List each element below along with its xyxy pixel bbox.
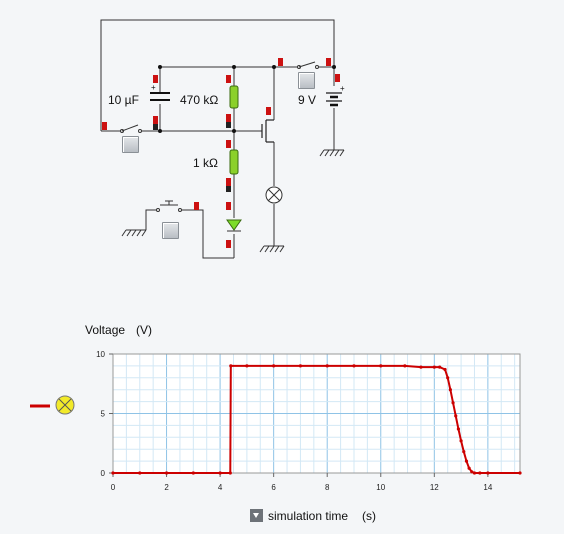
data-point xyxy=(464,459,469,463)
probe-markers xyxy=(102,58,340,248)
data-point xyxy=(111,471,115,475)
circuit-wires xyxy=(100,19,335,259)
lamp-icon xyxy=(265,186,283,204)
resistor2-label: 1 kΩ xyxy=(193,156,218,170)
ground-icon xyxy=(259,245,285,253)
y-axis-title: Voltage xyxy=(85,323,126,337)
data-point xyxy=(443,367,447,372)
y-tick-label: 0 xyxy=(101,469,106,478)
data-point xyxy=(446,376,450,380)
graph-legend xyxy=(30,395,75,415)
data-point xyxy=(245,364,249,368)
capacitor-label: 10 µF xyxy=(108,93,139,107)
data-point xyxy=(229,364,233,368)
data-point xyxy=(352,364,356,368)
data-point xyxy=(454,414,458,418)
data-point xyxy=(379,364,383,368)
x-tick-label: 12 xyxy=(430,483,439,492)
x-tick-label: 6 xyxy=(271,483,276,492)
main-switch-button[interactable] xyxy=(122,136,139,153)
data-point xyxy=(228,471,232,475)
data-point xyxy=(486,471,490,475)
data-point xyxy=(218,471,222,475)
data-point xyxy=(298,364,303,368)
data-point xyxy=(456,427,461,431)
data-point xyxy=(451,401,455,405)
resistor1-label: 470 kΩ xyxy=(180,93,219,107)
ground-icon xyxy=(121,229,147,237)
led-icon xyxy=(226,219,242,231)
battery-switch-button[interactable] xyxy=(298,72,315,89)
x-tick-label: 2 xyxy=(164,483,169,492)
data-point xyxy=(138,471,142,475)
resistor-470k xyxy=(229,85,239,109)
battery-label: 9 V xyxy=(298,93,317,107)
lamp-icon xyxy=(55,395,75,415)
battery xyxy=(326,92,342,107)
data-point xyxy=(164,471,169,475)
x-tick-label: 14 xyxy=(483,483,492,492)
data-point xyxy=(472,471,477,475)
x-axis-unit: (s) xyxy=(362,509,376,523)
push-switch xyxy=(156,200,182,212)
capacitor-plus-sign: + xyxy=(151,83,156,92)
data-point xyxy=(459,439,463,443)
data-point xyxy=(448,388,452,392)
data-point xyxy=(419,365,423,369)
x-tick-label: 10 xyxy=(376,483,385,492)
transistor xyxy=(261,119,274,143)
data-point xyxy=(191,471,195,475)
x-axis-dropdown-button[interactable] xyxy=(250,509,263,522)
push-switch-button[interactable] xyxy=(162,222,179,239)
data-point xyxy=(438,365,442,369)
resistor-1k xyxy=(229,149,239,175)
x-tick-label: 8 xyxy=(325,483,330,492)
capacitor xyxy=(150,92,170,101)
x-axis-title: simulation time xyxy=(268,509,349,523)
data-point xyxy=(272,364,276,368)
circuit-diagram: + + xyxy=(100,19,345,259)
y-axis-unit: (V) xyxy=(136,323,152,337)
x-tick-label: 0 xyxy=(111,483,116,492)
ground-icon xyxy=(319,149,345,157)
data-point xyxy=(403,364,407,368)
battery-plus-sign: + xyxy=(340,84,345,93)
battery-switch xyxy=(297,61,319,69)
junction-dots xyxy=(158,65,336,133)
data-point xyxy=(432,365,436,369)
y-tick-label: 10 xyxy=(96,350,105,359)
y-tick-label: 5 xyxy=(101,410,106,419)
data-point xyxy=(467,466,471,470)
data-point xyxy=(470,470,474,474)
main-switch xyxy=(120,124,142,133)
data-point xyxy=(478,471,482,475)
x-tick-label: 4 xyxy=(218,483,223,492)
data-point xyxy=(518,471,522,475)
data-point xyxy=(462,449,466,454)
data-point xyxy=(325,364,329,368)
